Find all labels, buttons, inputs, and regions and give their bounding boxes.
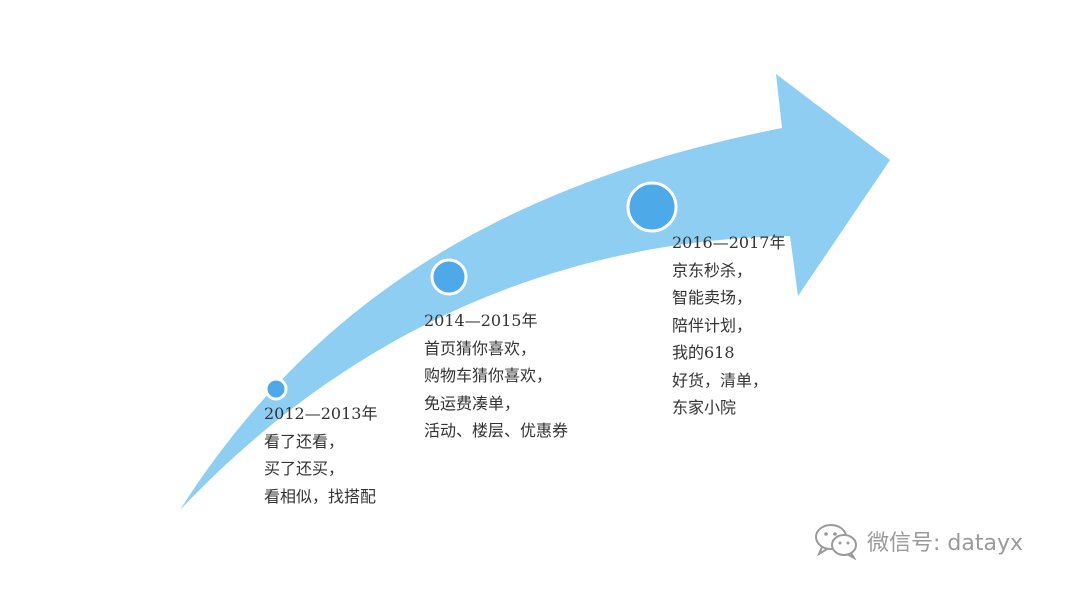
milestone-node-2012 <box>264 377 288 401</box>
milestone-2014-2015: 2014—2015年 首页猜你喜欢， 购物车猜你喜欢， 免运费凑单， 活动、楼层… <box>424 307 568 445</box>
milestone-period: 2016—2017年 <box>672 233 786 252</box>
milestone-line: 购物车猜你喜欢， <box>424 366 553 385</box>
milestone-line: 陪伴计划， <box>672 315 753 335</box>
milestone-line: 免运费凑单， <box>424 393 521 413</box>
milestone-line: 活动、楼层、优惠券 <box>424 421 569 440</box>
growth-arrow <box>180 74 890 510</box>
milestone-2016-2017: 2016—2017年 京东秒杀， 智能卖场， 陪伴计划， 我的618 好货，清单… <box>672 229 785 422</box>
watermark-text: 微信号: datayx <box>867 531 1023 556</box>
milestone-period: 2014—2015年 <box>424 311 538 330</box>
milestone-line: 首页猜你喜欢， <box>424 338 537 358</box>
wechat-icon <box>815 524 857 560</box>
milestone-line: 我的618 <box>672 343 735 362</box>
milestone-node-2014 <box>430 258 468 296</box>
milestone-line: 京东秒杀， <box>672 260 753 280</box>
milestone-line: 买了还买， <box>264 459 345 478</box>
milestone-2012-2013: 2012—2013年 看了还看， 买了还买， 看相似，找搭配 <box>264 400 377 510</box>
milestone-line: 智能卖场， <box>672 288 753 307</box>
milestone-line: 看相似，找搭配 <box>264 486 377 506</box>
milestone-node-2016 <box>626 181 678 233</box>
milestone-line: 东家小院 <box>672 398 737 417</box>
watermark: 微信号: datayx <box>813 522 1023 560</box>
milestone-line: 好货，清单， <box>672 370 769 390</box>
milestone-period: 2012—2013年 <box>264 404 378 423</box>
milestone-line: 看了还看， <box>264 431 345 451</box>
